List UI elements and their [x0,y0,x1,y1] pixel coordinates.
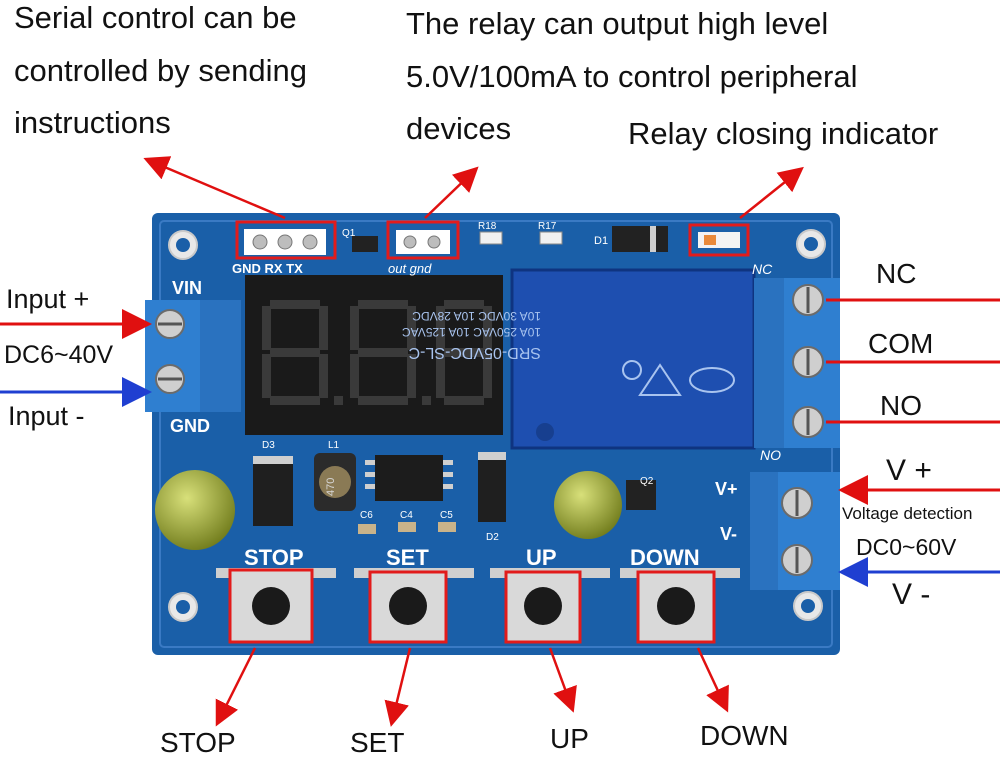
silk-serial-pins: GND RX TX [232,261,303,276]
silk-up: UP [526,545,557,570]
silk-set: SET [386,545,429,570]
serial-highlight [235,220,337,260]
serial-header [235,220,337,260]
silk-stop: STOP [244,545,304,570]
silk-c4: C4 [400,510,413,521]
out-highlight [386,220,460,260]
silk-down: DOWN [630,545,700,570]
seven-segment-display [245,275,503,435]
relay-output-line-3: devices [406,111,512,147]
silk-r18: R18 [478,221,497,232]
serial-annotation-line-1: Serial control can be [14,0,297,35]
inductor-value: 470 [325,478,337,496]
silk-c5: C5 [440,510,453,521]
input-range-label: DC6~40V [4,341,114,369]
input-minus-label: Input - [8,401,85,431]
silk-d2: D2 [486,532,499,543]
vin-terminal [145,300,241,412]
mounting-holes [168,229,826,622]
v-minus-label: V - [892,578,931,611]
silk-q2: Q2 [640,476,654,487]
relay-rating-2: 10A 30VDC 10A 28VDC [412,309,541,323]
down-label: DOWN [700,720,789,751]
components [155,452,656,550]
silk-vin: VIN [172,278,202,298]
serial-annotation: Serial control can be controlled by send… [14,0,307,150]
relay-output-line-2: 5.0V/100mA to control peripheral [406,58,858,94]
input-plus-label: Input + [6,284,90,314]
relay-terminal [754,278,840,448]
silk-out-pins: out gnd [388,261,432,276]
warning-triangle-icon [638,363,682,396]
com-label: COM [868,328,934,359]
set-label: SET [350,727,405,758]
silk-r17: R17 [538,221,557,232]
tactile-buttons [216,568,740,644]
silk-gnd: GND [170,416,210,436]
stop-label: STOP [160,727,236,758]
relay-output-annotation: The relay can output high level 5.0V/100… [406,0,858,156]
silk-d3: D3 [262,440,275,451]
out-header [386,220,460,260]
silk-vplus: V+ [715,479,738,499]
silk-c6: C6 [360,510,373,521]
serial-annotation-line-2: controlled by sending [14,52,307,88]
silk-q1: Q1 [342,228,356,239]
voltage-terminal [750,472,840,590]
relay: SRD-05VDC-SL-C 10A 250VAC 10A 125VAC 10A… [402,268,756,450]
serial-annotation-line-3: instructions [14,105,171,141]
silk-no: NO [760,447,781,463]
v-plus-label: V + [886,454,932,487]
silk-l1: L1 [328,440,340,451]
relay-model: SRD-05VDC-SL-C [409,344,541,361]
silk-d1: D1 [594,235,608,247]
voltage-detection-label: Voltage detection [842,504,973,523]
silk-nc: NC [752,261,773,277]
nc-label: NC [876,258,917,289]
up-label: UP [550,723,589,754]
voltage-range-label: DC0~60V [856,534,957,560]
no-label: NO [880,390,922,421]
relay-rating-1: 10A 250VAC 10A 125VAC [402,325,541,339]
silk-vminus: V- [720,524,737,544]
relay-led [688,223,750,257]
callout-arrows [143,156,804,727]
relay-indicator-annotation: Relay closing indicator [628,116,939,151]
relay-output-line-1: The relay can output high level [406,6,829,41]
